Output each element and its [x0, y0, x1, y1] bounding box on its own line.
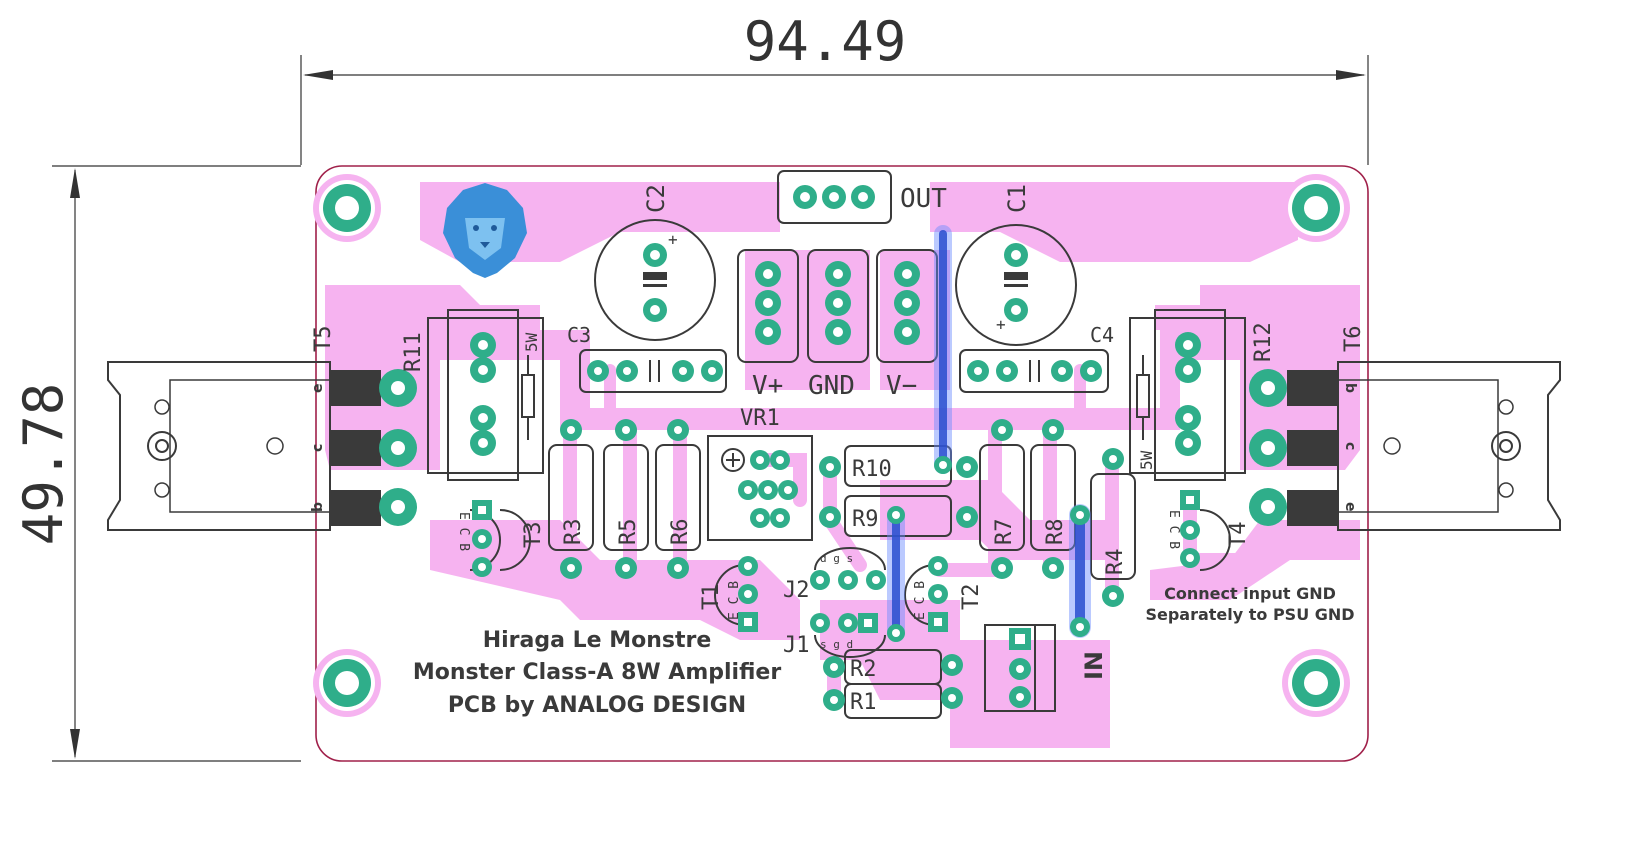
t6-pin-b: b — [1342, 383, 1358, 393]
c3-label: C3 — [567, 323, 591, 347]
r11-power-label: 5W — [522, 332, 541, 352]
board-title-line-2: Monster Class-A 8W Amplifier — [413, 660, 781, 685]
vplus-label: V+ — [752, 371, 783, 401]
mounting-hole-bottom-left — [319, 655, 375, 711]
t1-label: T1 — [699, 584, 724, 611]
resistor-r9: R9 — [819, 495, 978, 537]
r4-label: R4 — [1103, 549, 1128, 576]
r12-power-label: 5W — [1137, 450, 1156, 470]
jfet-j1: s g d J1 — [783, 613, 886, 658]
board-title-line-3: PCB by ANALOG DESIGN — [448, 693, 746, 718]
out-label: OUT — [900, 184, 947, 214]
gnd-note-line-2: Separately to PSU GND — [1145, 605, 1354, 624]
t3-pin-label: E C B — [456, 512, 471, 551]
capacitor-c2: + C2 — [594, 184, 716, 341]
transistor-t1: E C B T1 — [699, 556, 758, 632]
board-title-line-1: Hiraga Le Monstre — [483, 628, 712, 653]
capacitor-c1: + C1 — [955, 184, 1077, 346]
capacitor-c4: C4 — [959, 323, 1114, 393]
j1-label: J1 — [783, 633, 810, 658]
input-connector: IN — [984, 624, 1108, 712]
transistor-t4: E C B T4 — [1166, 490, 1251, 571]
j2-pin-label: d g s — [820, 552, 853, 565]
vr1-label: VR1 — [740, 406, 780, 431]
gnd-label: GND — [808, 371, 855, 401]
resistor-r12: R12 5W — [1129, 309, 1276, 481]
t3-label: T3 — [521, 522, 546, 549]
jfet-j2: d g s J2 — [783, 547, 886, 603]
gnd-note: Connect input GND Separately to PSU GND — [1145, 584, 1354, 624]
r11-label: R11 — [401, 332, 426, 372]
r7-label: R7 — [992, 519, 1017, 546]
resistor-r11: R11 5W — [401, 309, 544, 481]
r6-label: R6 — [668, 519, 693, 546]
board-title-block: Hiraga Le Monstre Monster Class-A 8W Amp… — [413, 628, 781, 718]
c1-plus-label: + — [996, 315, 1006, 334]
j2-label: J2 — [783, 578, 810, 603]
gnd-note-line-1: Connect input GND — [1164, 584, 1336, 603]
j1-pin-label: s g d — [820, 638, 853, 651]
t5-pin-e: e — [310, 384, 326, 394]
transistor-t2: E C B T2 — [904, 556, 984, 632]
c2-label: C2 — [642, 184, 670, 213]
lion-head-icon — [443, 183, 527, 278]
mounting-hole-bottom-right — [1288, 655, 1344, 711]
resistor-r7: R7 — [979, 419, 1025, 579]
t5-label: T5 — [311, 326, 336, 353]
t4-pin-label: E C B — [1166, 510, 1181, 549]
r10-label: R10 — [852, 457, 892, 482]
out-connector: OUT — [777, 170, 947, 224]
t2-label: T2 — [959, 584, 984, 611]
transistor-t3: E C B T3 — [456, 500, 546, 577]
t6-pin-c: c — [1342, 442, 1358, 450]
r1-label: R1 — [850, 690, 877, 715]
resistor-r6: R6 — [655, 419, 701, 579]
resistor-r8: R8 — [1030, 419, 1076, 579]
t6-label: T6 — [1341, 326, 1366, 353]
capacitor-c3: C3 — [567, 323, 727, 393]
t2-pin-label: E C B — [913, 581, 928, 620]
resistor-r3: R3 — [548, 419, 594, 579]
resistor-r1: R1 — [823, 683, 963, 719]
r8-label: R8 — [1043, 519, 1068, 546]
dimension-height: 49.78 — [12, 165, 301, 762]
c2-plus-label: + — [668, 230, 678, 249]
resistor-r4: R4 — [1090, 448, 1136, 607]
t6-pin-e: e — [1342, 502, 1358, 512]
transistor-t5: T5 e c b — [107, 326, 417, 531]
width-dimension-label: 94.49 — [744, 10, 907, 73]
mounting-hole-top-right — [1288, 180, 1344, 236]
t1-pin-label: E C B — [727, 581, 742, 620]
c1-label: C1 — [1003, 184, 1031, 213]
t4-label: T4 — [1226, 522, 1251, 549]
power-terminals: V+ GND V− — [737, 249, 938, 401]
mounting-hole-top-left — [319, 180, 375, 236]
jumper-wires — [887, 225, 1091, 642]
resistor-r10: R10 — [819, 445, 978, 487]
c4-label: C4 — [1090, 323, 1114, 347]
r12-label: R12 — [1251, 322, 1276, 362]
r5-label: R5 — [616, 519, 641, 546]
vminus-label: V− — [886, 371, 917, 401]
dimension-width: 94.49 — [300, 10, 1369, 165]
transistor-t6: T6 b c e — [1249, 326, 1561, 531]
in-label: IN — [1080, 651, 1108, 680]
r2-label: R2 — [850, 657, 877, 682]
t5-pin-c: c — [310, 444, 326, 452]
mounting-holes — [319, 180, 1344, 711]
resistor-r5: R5 — [603, 419, 649, 579]
height-dimension-label: 49.78 — [12, 383, 75, 546]
trimmer-vr1: VR1 — [707, 406, 813, 541]
r3-label: R3 — [561, 519, 586, 546]
r9-label: R9 — [852, 507, 879, 532]
t5-pin-b: b — [310, 502, 326, 512]
